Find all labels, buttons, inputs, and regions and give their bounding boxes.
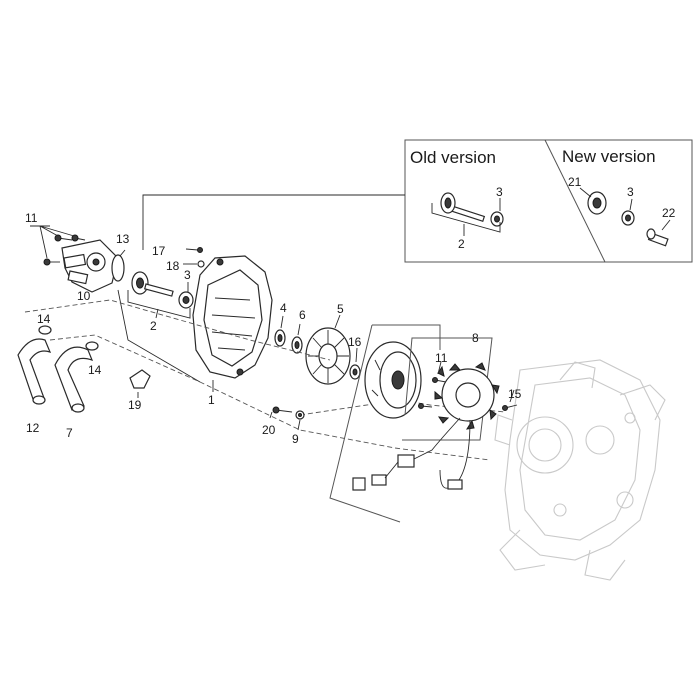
callout-8: 8: [472, 331, 479, 345]
inset-connector: [142, 194, 405, 250]
callout-10: 10: [77, 289, 91, 303]
washer-9: [295, 410, 305, 420]
callout-3-old: 3: [496, 185, 503, 199]
callout-1: 1: [208, 393, 215, 407]
old-shaft-part: [440, 192, 486, 223]
callout-11-stator: 11: [435, 351, 448, 365]
callout-5: 5: [337, 302, 344, 316]
screw-20: [272, 406, 293, 414]
callout-4: 4: [280, 301, 287, 315]
callout-12: 12: [26, 421, 40, 435]
pump-bearing-main: [178, 291, 194, 309]
callout-15: 15: [508, 387, 522, 401]
new-bearing-part: [621, 210, 635, 226]
callout-18: 18: [166, 259, 180, 273]
old-version-heading: Old version: [410, 148, 496, 167]
washer-18: [197, 260, 205, 268]
flywheel-rotor: [364, 341, 422, 419]
coolant-hose-12: [17, 338, 52, 405]
seal-4: [274, 329, 286, 347]
new-version-heading: New version: [562, 147, 656, 166]
callout-14-right: 14: [88, 363, 102, 377]
pump-screws: [43, 234, 86, 266]
inset-divider: [544, 139, 606, 263]
callout-22: 22: [662, 206, 676, 220]
stator-coil: [434, 362, 500, 430]
callout-7: 7: [66, 426, 73, 440]
bolt-15: [502, 404, 518, 411]
flywheel-cover: [192, 255, 273, 379]
stator-screws-11: [418, 377, 447, 409]
callout-19: 19: [128, 398, 142, 412]
callout-17: 17: [152, 244, 166, 258]
bushing-6: [291, 336, 303, 354]
screw-17: [185, 247, 203, 253]
engine-crankcase-ghost: [494, 359, 666, 581]
coolant-hose-7: [54, 346, 94, 413]
old-bearing-part: [490, 211, 504, 227]
callout-2-main: 2: [150, 319, 157, 333]
callout-14-left: 14: [37, 312, 51, 326]
o-ring-seal: [111, 254, 125, 282]
washer-16: [349, 364, 361, 380]
callout-21: 21: [568, 175, 582, 189]
callout-11: 11: [25, 211, 38, 225]
alignment-line-b: [49, 334, 491, 461]
hose-clamp-14a: [38, 325, 52, 335]
new-impeller-part: [587, 191, 607, 215]
water-pump-housing: [61, 239, 119, 293]
callout-2-old: 2: [458, 237, 465, 251]
callout-9: 9: [292, 432, 299, 446]
inset-frame: [404, 139, 693, 263]
callout-16: 16: [348, 335, 362, 349]
callout-20: 20: [262, 423, 276, 437]
callout-3-main: 3: [184, 268, 191, 282]
rotor-frame: [329, 324, 441, 523]
pump-shaft-main: [131, 271, 174, 297]
stator-wiring: [352, 417, 471, 491]
callout-labels: 11 13 10 17 18 3 2 14 14 12 7 19 1 4 6 5…: [25, 175, 676, 446]
cooling-fan-5: [305, 327, 351, 385]
new-shaft-part: [646, 228, 669, 247]
alignment-line-a: [24, 299, 331, 361]
callout-6: 6: [299, 308, 306, 322]
clip-19: [129, 369, 151, 389]
callout-13: 13: [116, 232, 130, 246]
callout-3-new: 3: [627, 185, 634, 199]
stator-frame: [402, 337, 493, 441]
hose-clamp-14b: [85, 341, 99, 351]
version-inset: Old version New version: [404, 139, 693, 263]
